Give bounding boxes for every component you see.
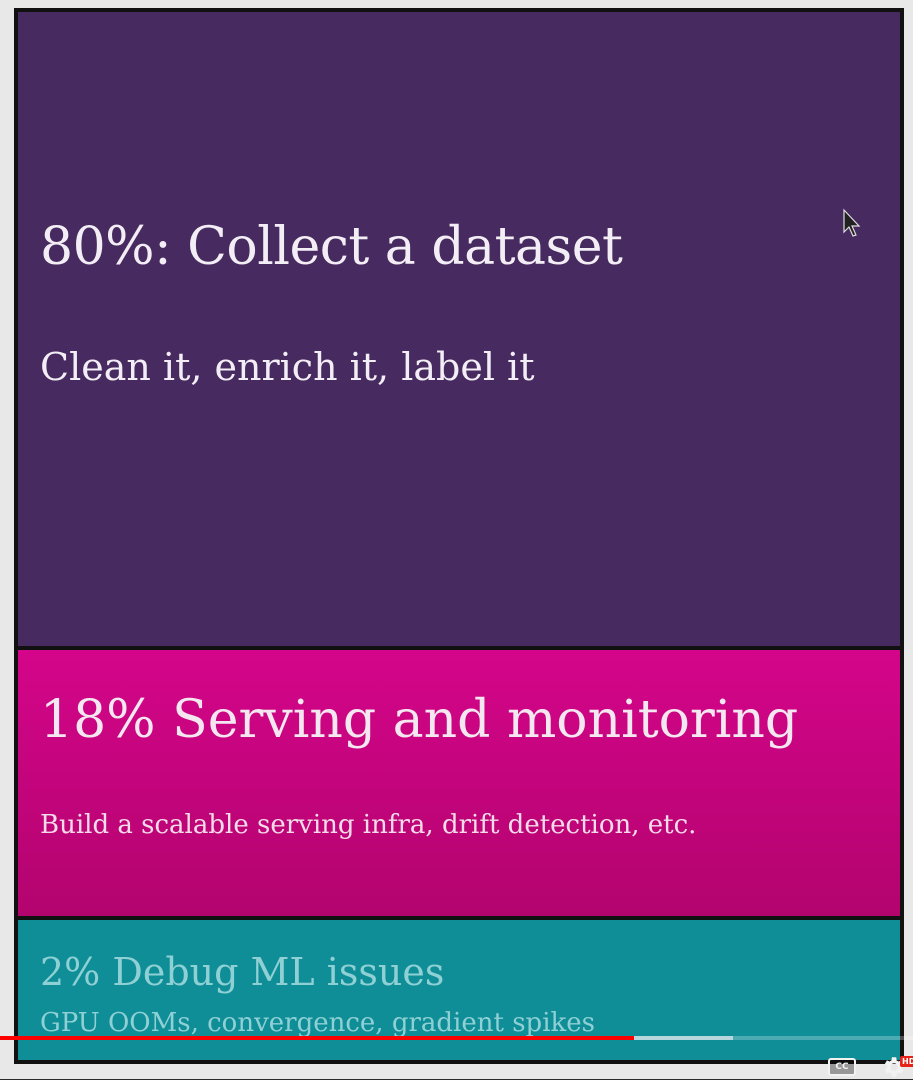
closed-captions-icon[interactable]: CC — [828, 1058, 856, 1076]
block-c-subtitle: GPU OOMs, convergence, gradient spikes — [40, 1008, 595, 1038]
block-a-title: 80%: Collect a dataset — [40, 217, 623, 277]
slide: 80%: Collect a dataset Clean it, enrich … — [14, 8, 904, 1064]
block-c-title: 2% Debug ML issues — [40, 950, 445, 994]
block-b-title: 18% Serving and monitoring — [40, 690, 799, 750]
block-a-subtitle: Clean it, enrich it, label it — [40, 345, 535, 389]
progress-bar[interactable] — [0, 1036, 913, 1040]
player-controls: CC HD — [0, 1046, 913, 1079]
hd-badge: HD — [900, 1056, 913, 1067]
gear-icon — [884, 1057, 904, 1077]
mouse-cursor-icon — [843, 208, 861, 237]
block-collect-dataset: 80%: Collect a dataset Clean it, enrich … — [18, 12, 900, 646]
settings-button[interactable]: HD — [880, 1052, 913, 1079]
progress-played — [0, 1036, 634, 1040]
block-b-subtitle: Build a scalable serving infra, drift de… — [40, 810, 697, 840]
block-serving-monitoring: 18% Serving and monitoring Build a scala… — [18, 650, 900, 916]
